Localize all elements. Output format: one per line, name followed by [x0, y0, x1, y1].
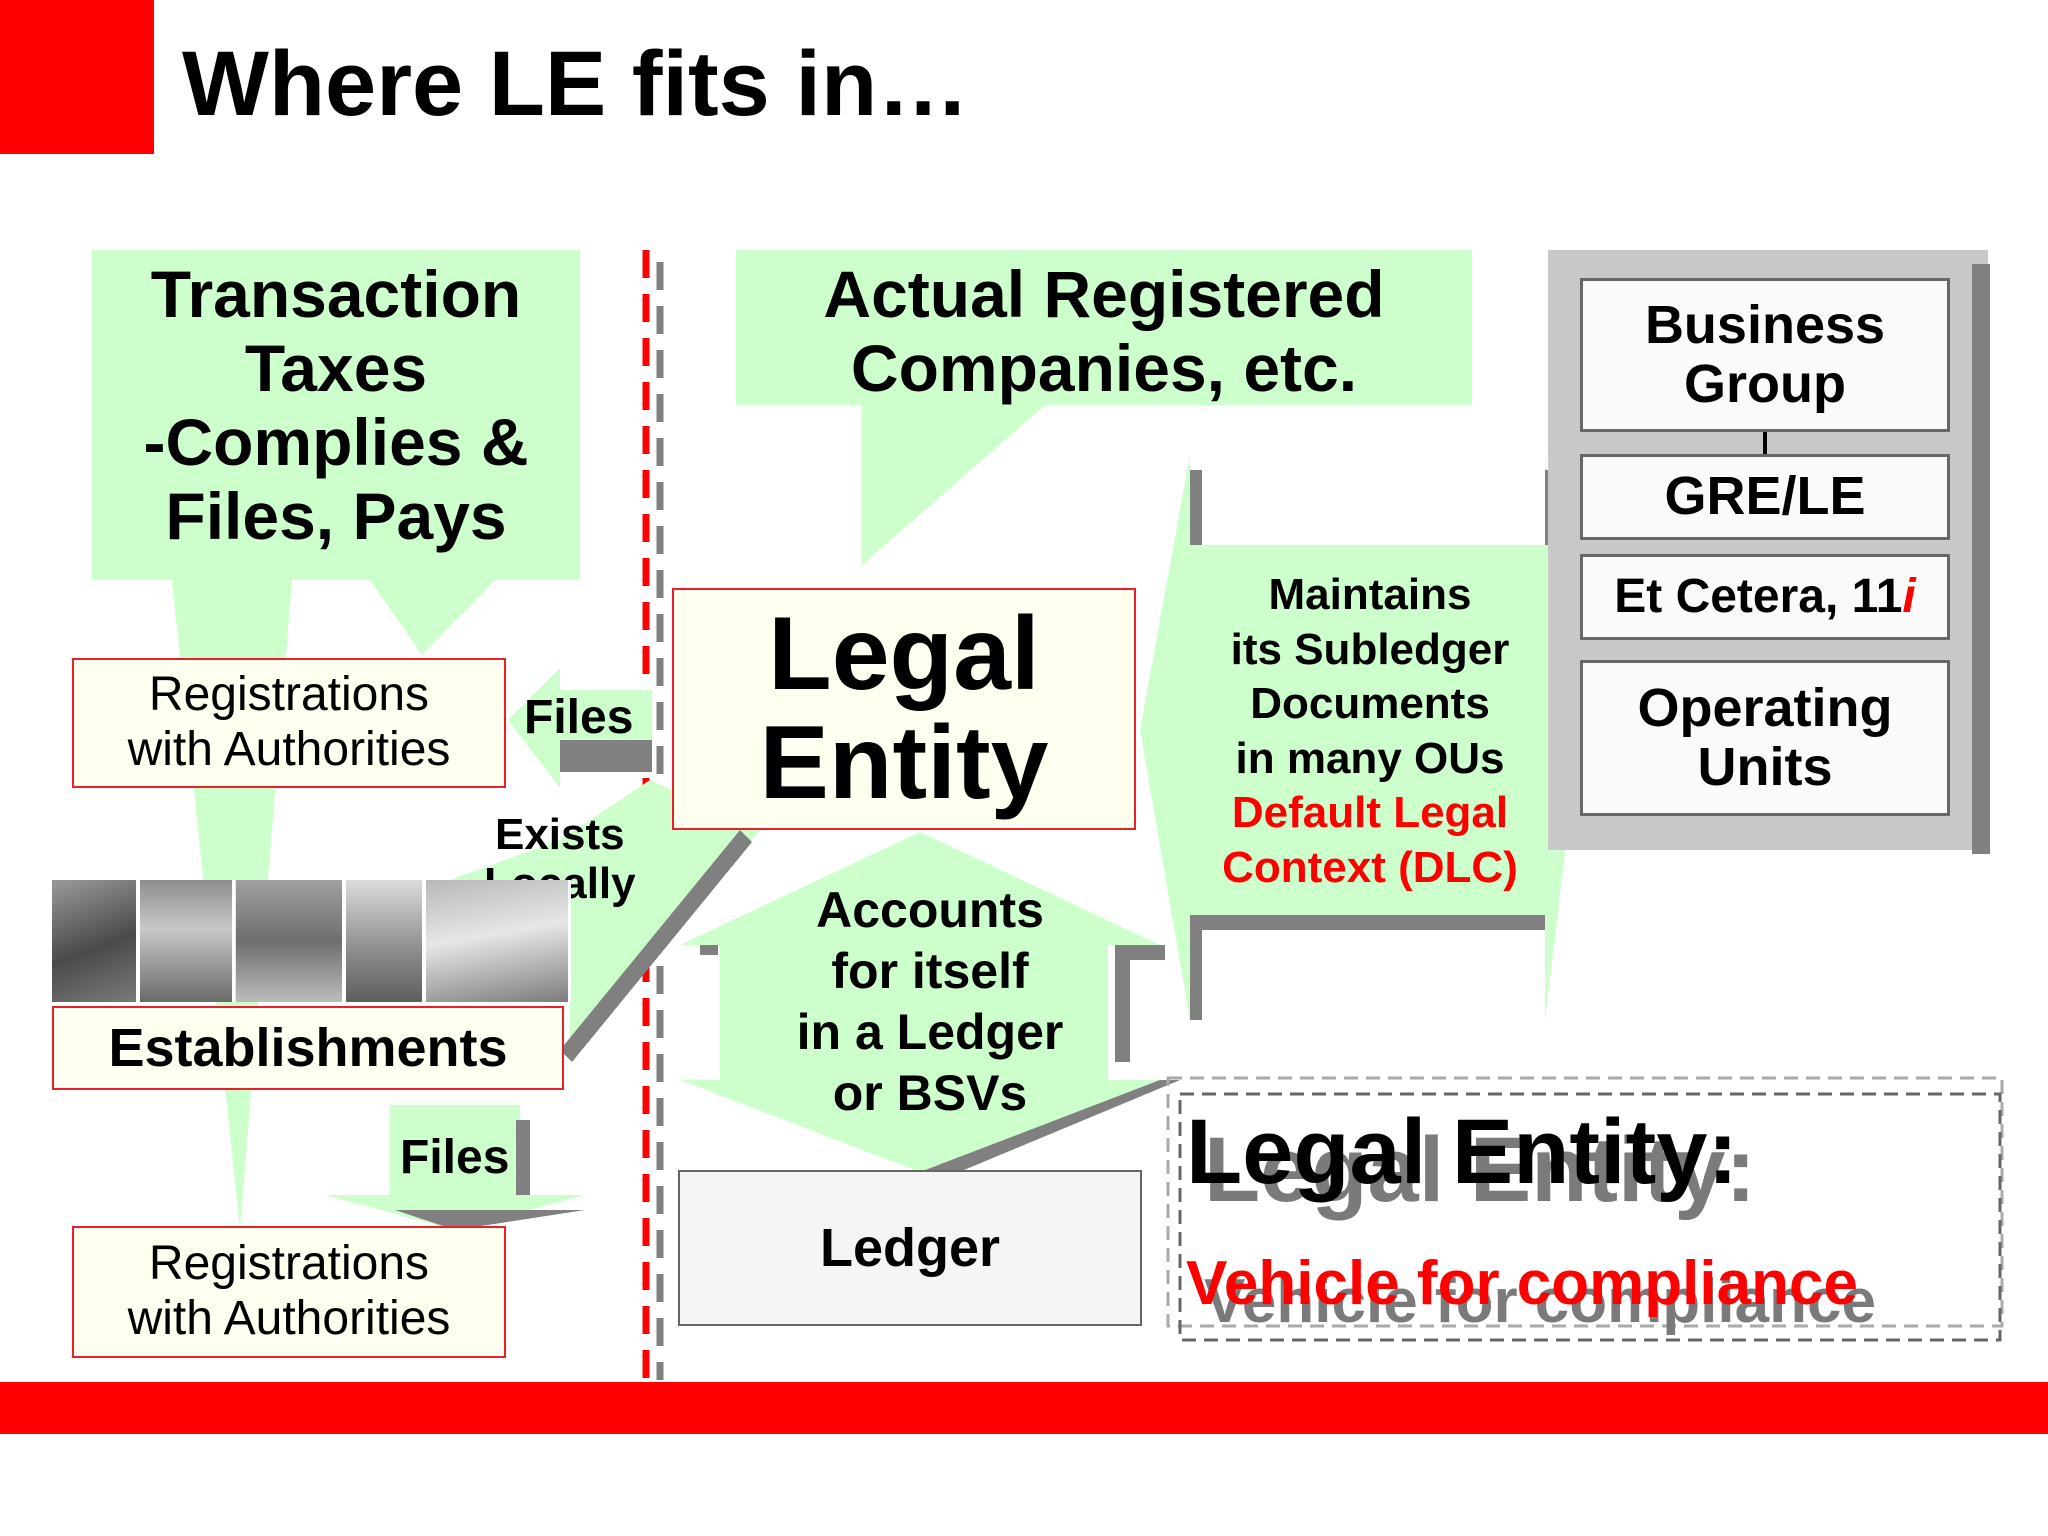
gre-le-box: GRE/LE	[1580, 454, 1950, 540]
accounts-label: Accounts for itself in a Ledger or BSVs	[796, 882, 1064, 1121]
footer-accent-bar	[0, 1382, 2048, 1434]
exists-locally-band	[450, 780, 760, 1060]
statue-of-liberty-photo	[140, 880, 235, 1002]
ledger-box: Ledger	[678, 1170, 1142, 1326]
summary-frame-inner	[1178, 1092, 2002, 1342]
files-label-top: Files	[524, 691, 634, 744]
files-label-bottom: Files	[400, 1131, 510, 1184]
maintains-label: Maintains its Subledger Documents in man…	[1200, 568, 1540, 895]
sydney-opera-house-photo	[426, 880, 571, 1002]
golden-gate-bridge-photo	[52, 880, 139, 1002]
eiffel-tower-photo	[346, 880, 425, 1002]
registered-companies-callout-shape	[736, 250, 1472, 565]
transaction-taxes-callout: Transaction Taxes -Complies & Files, Pay…	[143, 257, 529, 553]
slide-title: Where LE fits in…	[182, 33, 970, 135]
et-cetera-suffix: i	[1902, 569, 1916, 623]
exists-locally-shadow	[560, 830, 752, 1062]
transaction-taxes-callout-shape	[92, 250, 580, 1230]
files-arrow-left-shadow	[560, 740, 652, 788]
registered-companies-callout: Actual Registered Companies, etc.	[823, 257, 1385, 405]
summary-heading: Legal Entity:	[1186, 1101, 1739, 1203]
summary-subheading: Vehicle for compliance	[1186, 1249, 1858, 1318]
summary-frame-outer	[1166, 1076, 2004, 1328]
establishments-box: Establishments	[52, 1006, 564, 1090]
dlc-label-line1: Default Legal	[1231, 788, 1509, 838]
dlc-label-line2: Context (DLC)	[1222, 842, 1518, 892]
capitol-building-photo	[236, 880, 345, 1002]
accounts-double-arrow	[680, 832, 1160, 1172]
files-arrow-left	[508, 668, 652, 788]
summary-heading-shadow: Legal Entity:	[1204, 1119, 1757, 1221]
title-accent-square	[0, 0, 154, 154]
files-arrow-down-shadow	[516, 1120, 530, 1195]
maintains-double-arrow	[1140, 455, 1580, 1020]
summary-subheading-shadow: Vehicle for compliance	[1204, 1267, 1876, 1336]
